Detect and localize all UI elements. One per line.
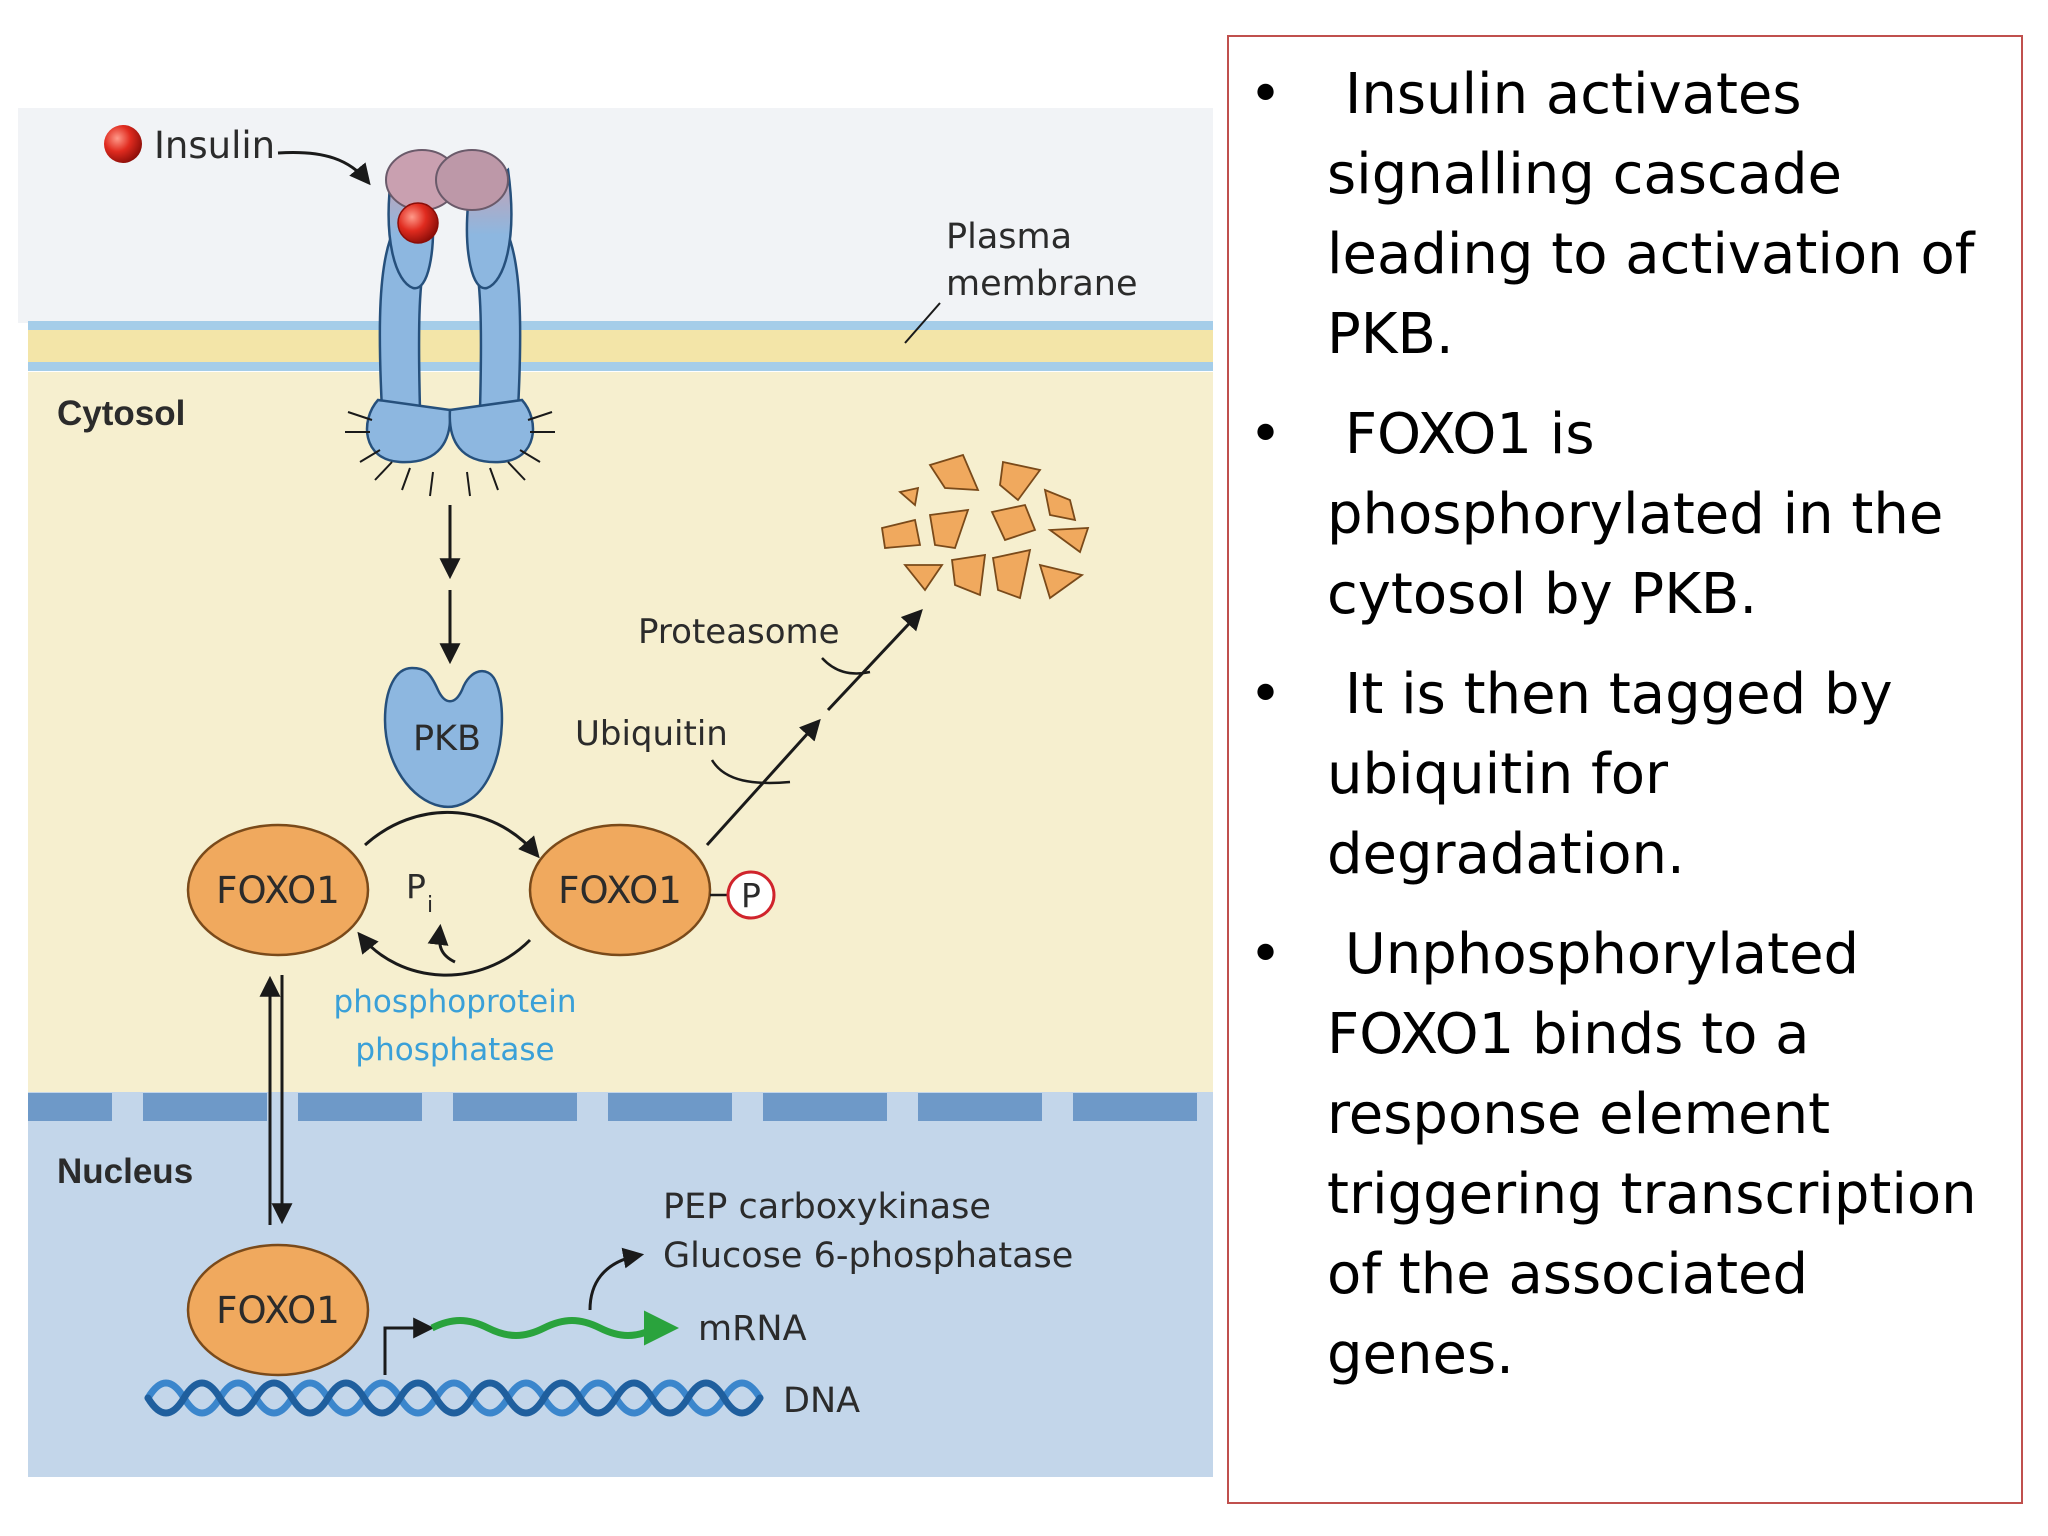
proteasome-hook: [821, 657, 871, 675]
gene-label-glucose-6-phosphatase: Glucose 6-phosphatase: [663, 1236, 1073, 1276]
bullet-text: Insulin activates signalling cascade lea…: [1327, 62, 1993, 367]
phosphatase-label-line1: phosphoprotein: [334, 984, 577, 1020]
nuclear-envelope: [28, 1093, 1197, 1121]
insulin-molecule: [104, 125, 142, 163]
extracellular-region: [18, 108, 1213, 323]
bullet-icon: •: [1249, 62, 1283, 127]
ubiquitin-label: Ubiquitin: [575, 714, 728, 754]
bullet-text: Unphosphorylated FOXO1 binds to a respon…: [1327, 922, 1995, 1387]
gene-label-pep-carboxykinase: PEP carboxykinase: [663, 1187, 991, 1227]
bullet-icon: •: [1249, 662, 1283, 727]
proteasome-label: Proteasome: [638, 612, 840, 652]
foxo1-nucleus: [186, 1243, 370, 1377]
bullet-item: • FOXO1 is phosphorylated in the cytosol…: [1249, 395, 2001, 635]
gene-products-arrow: [588, 1247, 645, 1311]
foxo1-cytosol-phosphorylated: [528, 823, 712, 957]
pkb-protein: [383, 666, 504, 809]
plasma-membrane-label-line2: membrane: [946, 264, 1138, 304]
foxo1-pathway-diagram: Insulin PKB FOXO1 FOXO1: [18, 108, 1213, 1477]
bullet-item: • It is then tagged by ubiquitin for deg…: [1249, 655, 2001, 895]
plasma-membrane-label-line1: Plasma: [946, 217, 1072, 257]
explanation-panel: • Insulin activates signalling cascade l…: [1227, 35, 2023, 1504]
phosphate-tag-label: P: [741, 876, 761, 915]
mrna-strand: [430, 1310, 679, 1346]
phosphatase-label-line2: phosphatase: [355, 1032, 554, 1068]
cytosol-label: Cytosol: [57, 394, 185, 433]
mrna-label: mRNA: [698, 1309, 807, 1349]
phosphate-tag: [726, 870, 776, 920]
dna-label: DNA: [783, 1381, 860, 1421]
dephosphorylation-arrow: [357, 931, 532, 977]
pi-release-arrow: [427, 923, 456, 964]
degraded-protein-fragments: [880, 453, 1090, 600]
transcription-start-arrow: [383, 1317, 435, 1375]
bullet-icon: •: [1249, 402, 1283, 467]
bullet-text: It is then tagged by ubiquitin for degra…: [1327, 662, 1911, 887]
insulin-arrow: [277, 151, 371, 186]
phosphorylation-arrow: [363, 810, 540, 859]
proteasome-arrow: [826, 608, 923, 712]
foxo1-cytosol-unphosphorylated: [186, 823, 370, 957]
pkb-label: PKB: [413, 719, 481, 759]
insulin-receptor: [365, 149, 535, 464]
nucleus-label: Nucleus: [57, 1152, 193, 1191]
bullet-item: • Insulin activates signalling cascade l…: [1249, 55, 2001, 375]
plasma-membrane-pointer: [904, 302, 941, 344]
pi-label: P: [406, 867, 426, 906]
foxo1-left-label: FOXO1: [216, 869, 340, 912]
insulin-label: Insulin: [154, 124, 275, 167]
dna-helix: [144, 1379, 764, 1417]
activation-rays: [345, 411, 555, 497]
foxo1-right-label: FOXO1: [558, 869, 682, 912]
plasma-membrane: [28, 321, 1213, 371]
foxo1-nucleus-label: FOXO1: [216, 1289, 340, 1332]
bullet-list: • Insulin activates signalling cascade l…: [1229, 37, 2021, 1395]
ubiquitin-hook: [710, 759, 791, 785]
pi-subscript: i: [427, 893, 433, 918]
bullet-text: FOXO1 is phosphorylated in the cytosol b…: [1327, 402, 1962, 627]
bullet-item: • Unphosphorylated FOXO1 binds to a resp…: [1249, 915, 2001, 1395]
bullet-icon: •: [1249, 922, 1283, 987]
